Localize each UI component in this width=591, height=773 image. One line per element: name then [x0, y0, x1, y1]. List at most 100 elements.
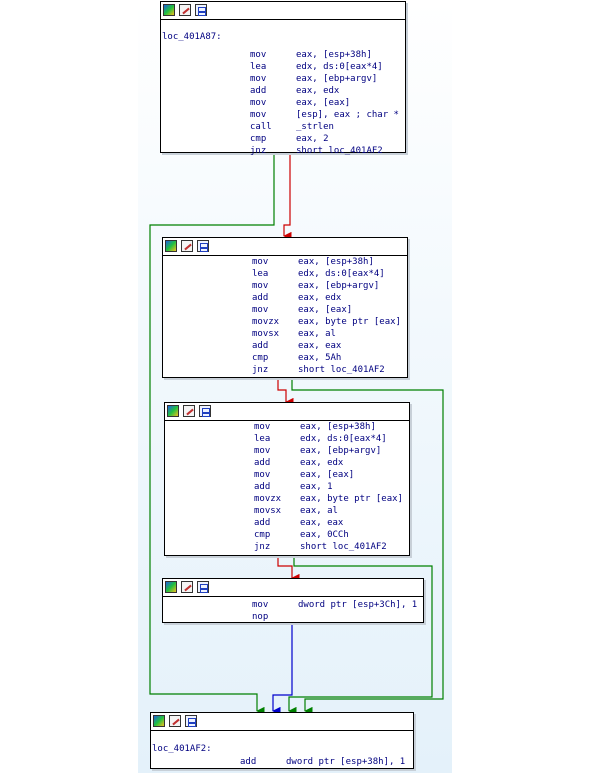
- operands: eax, byte ptr [eax]: [300, 494, 403, 504]
- mnemonic: add: [252, 341, 269, 351]
- operands: eax, 5Ah: [298, 353, 342, 363]
- mnemonic: add: [252, 293, 269, 303]
- mnemonic: mov: [254, 470, 271, 480]
- mnemonic: add: [254, 482, 271, 492]
- instruction-line[interactable]: movsx eax, al: [165, 505, 409, 517]
- mnemonic: mov: [252, 281, 269, 291]
- block-label[interactable]: loc_401AF2:: [152, 744, 212, 754]
- instruction-line[interactable]: jnz short loc_401AF2: [161, 145, 405, 157]
- block-label[interactable]: loc_401A87:: [162, 32, 222, 42]
- operands: edx, ds:0[eax*4]: [298, 269, 385, 279]
- operands: eax, 2: [296, 134, 329, 144]
- edge-n3-n5: [288, 555, 433, 716]
- instruction-line[interactable]: cmp eax, 0CCh: [165, 529, 409, 541]
- color-icon[interactable]: [165, 240, 177, 252]
- mnemonic: jnz: [252, 365, 269, 375]
- mnemonic: jnz: [250, 146, 267, 156]
- mnemonic: mov: [250, 110, 267, 120]
- operands: _strlen: [296, 122, 334, 132]
- mnemonic: cmp: [254, 530, 271, 540]
- edit-icon[interactable]: [183, 405, 195, 417]
- operands: eax, al: [300, 506, 338, 516]
- edit-icon[interactable]: [179, 4, 191, 16]
- block-label-line: loc_401A87:: [161, 31, 405, 43]
- graph-icon[interactable]: [199, 405, 211, 417]
- operands: eax, eax: [298, 341, 342, 351]
- operands: eax, byte ptr [eax]: [298, 317, 401, 327]
- color-icon[interactable]: [165, 581, 177, 593]
- mnemonic: lea: [252, 269, 269, 279]
- mnemonic: mov: [252, 600, 269, 610]
- mnemonic: cmp: [250, 134, 267, 144]
- instruction-line[interactable]: mov eax, [ebp+argv]: [165, 445, 409, 457]
- instruction-line[interactable]: mov dword ptr [esp+3Ch], 1: [163, 599, 423, 611]
- mnemonic: mov: [254, 446, 271, 456]
- operands: eax, [esp+38h]: [296, 50, 372, 60]
- block-toolbar: [163, 4, 207, 18]
- edit-icon[interactable]: [181, 581, 193, 593]
- color-icon[interactable]: [153, 715, 165, 727]
- edit-icon[interactable]: [181, 240, 193, 252]
- operands: short loc_401AF2: [300, 542, 387, 552]
- graph-icon[interactable]: [197, 240, 209, 252]
- operands: [esp], eax ; char *: [296, 110, 399, 120]
- color-icon[interactable]: [167, 405, 179, 417]
- mnemonic: mov: [252, 257, 269, 267]
- graph-icon[interactable]: [197, 581, 209, 593]
- basic-block-4[interactable]: mov dword ptr [esp+3Ch], 1 nop: [162, 578, 424, 623]
- graph-icon[interactable]: [195, 4, 207, 16]
- instruction-line[interactable]: call_strlen: [161, 121, 405, 133]
- mnemonic: movsx: [254, 506, 282, 516]
- instruction-line[interactable]: mov [esp], eax ; char *: [161, 109, 405, 121]
- color-icon[interactable]: [163, 4, 175, 16]
- operands: eax, 0CCh: [300, 530, 349, 540]
- operands: eax, edx: [296, 86, 340, 96]
- mnemonic: mov: [250, 74, 267, 84]
- operands: short loc_401AF2: [296, 146, 383, 156]
- edge-n1-n2: [283, 152, 292, 241]
- operands: eax, [eax]: [298, 305, 353, 315]
- edit-icon[interactable]: [169, 715, 181, 727]
- instruction-line[interactable]: nop: [163, 611, 423, 623]
- toolbar-divider: [163, 255, 407, 256]
- instruction-line[interactable]: mov eax, [ebp+argv]: [163, 280, 407, 292]
- operands: eax, [ebp+argv]: [298, 281, 380, 291]
- operands: eax, eax: [300, 518, 344, 528]
- operands: eax, [ebp+argv]: [300, 446, 382, 456]
- instruction-line[interactable]: lea edx, ds:0[eax*4]: [163, 268, 407, 280]
- instruction-line[interactable]: add eax, eax: [163, 340, 407, 352]
- instruction-line[interactable]: cmp eax, 2: [161, 133, 405, 145]
- graph-icon[interactable]: [185, 715, 197, 727]
- operands: dword ptr [esp+3Ch], 1: [298, 600, 418, 610]
